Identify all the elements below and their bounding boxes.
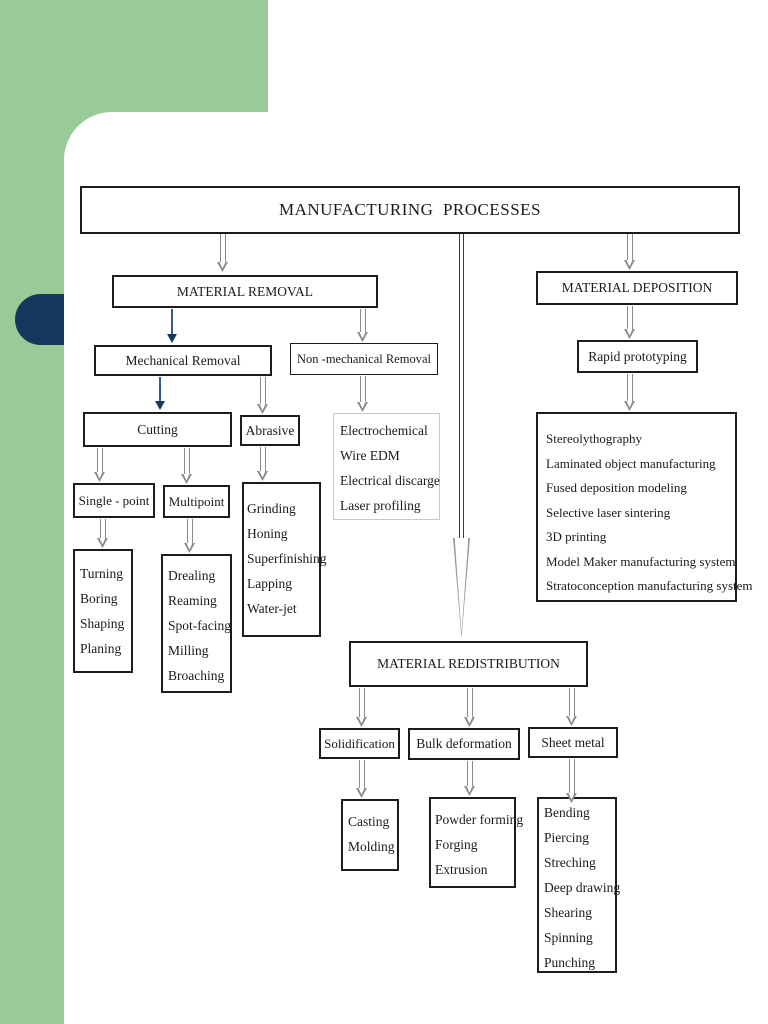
- arrow-mechanical-to-abrasive: [257, 377, 268, 414]
- list-item: Electrical discarge: [340, 473, 440, 488]
- arrow-multipoint-to-list: [184, 519, 195, 553]
- connector-root-to-material-redistribution: [459, 234, 464, 538]
- navy-decoration-shape: [15, 294, 64, 345]
- node-mechanical-removal: Mechanical Removal: [94, 345, 272, 376]
- list-item: Electrochemical: [340, 423, 428, 438]
- arrow-non-mechanical-to-list: [357, 376, 368, 412]
- list-item: Piercing: [544, 830, 589, 845]
- list-item: Streching: [544, 855, 596, 870]
- node-multipoint: Multipoint: [163, 485, 230, 518]
- arrow-deposition-to-rapid-prototyping: [624, 306, 635, 339]
- arrow-bulk-deformation-to-list: [464, 761, 475, 796]
- list-item: Spot-facing: [168, 618, 231, 633]
- list-item: Fused deposition modeling: [546, 480, 687, 495]
- list-item: Turning: [80, 566, 124, 581]
- list-item: Bending: [544, 805, 590, 820]
- list-item: Stereolythography: [546, 431, 643, 446]
- node-abrasive: Abrasive: [240, 415, 300, 446]
- list-item: Drealing: [168, 568, 216, 583]
- list-non-mechanical-processes: Electrochemical Wire EDM Electrical disc…: [333, 413, 440, 520]
- list-item: Extrusion: [435, 862, 488, 877]
- list-item: Stratoconception manufacturing system: [546, 578, 753, 593]
- arrowhead-root-to-material-redistribution: [453, 538, 470, 638]
- node-rapid-prototyping: Rapid prototyping: [577, 340, 698, 373]
- list-item: 3D printing: [546, 529, 607, 544]
- arrow-removal-to-mechanical: [167, 309, 177, 343]
- list-item: Broaching: [168, 668, 225, 683]
- list-item: Reaming: [168, 593, 217, 608]
- list-rapid-prototyping-processes: Stereolythography Laminated object manuf…: [536, 412, 753, 602]
- node-manufacturing-processes: MANUFACTURING PROCESSES: [80, 186, 740, 234]
- node-solidification: Solidification: [319, 728, 400, 759]
- list-item: Casting: [348, 814, 390, 829]
- arrow-cutting-to-multipoint: [181, 448, 192, 484]
- arrow-cutting-to-single-point: [94, 448, 105, 482]
- list-item: Powder forming: [435, 812, 524, 827]
- node-cutting: Cutting: [83, 412, 232, 447]
- list-item: Lapping: [247, 576, 292, 591]
- node-sheet-metal: Sheet metal: [528, 727, 618, 758]
- list-item: Laser profiling: [340, 498, 421, 513]
- list-sheet-metal-processes: Bending Piercing Streching Deep drawing …: [537, 797, 621, 973]
- list-item: Deep drawing: [544, 880, 621, 895]
- list-multipoint-processes: Drealing Reaming Spot-facing Milling Bro…: [161, 554, 232, 693]
- node-non-mechanical-removal: Non -mechanical Removal: [290, 343, 438, 375]
- list-item: Superfinishing: [247, 551, 327, 566]
- list-item: Milling: [168, 643, 209, 658]
- list-item: Laminated object manufacturing: [546, 455, 716, 471]
- node-material-redistribution: MATERIAL REDISTRIBUTION: [349, 641, 588, 687]
- list-solidification-processes: Casting Molding: [341, 799, 399, 871]
- arrow-mechanical-to-cutting: [155, 377, 165, 410]
- list-item: Grinding: [247, 501, 296, 516]
- list-item: Honing: [247, 526, 288, 541]
- arrow-solidification-to-list: [356, 760, 367, 798]
- node-single-point: Single - point: [73, 483, 155, 518]
- list-bulk-deformation-processes: Powder forming Forging Extrusion: [429, 797, 524, 888]
- arrow-root-to-material-removal: [217, 234, 228, 272]
- arrow-redistribution-to-solidification: [356, 688, 367, 727]
- list-item: Forging: [435, 837, 478, 852]
- list-item: Shearing: [544, 905, 592, 920]
- list-item: Molding: [348, 839, 395, 854]
- list-abrasive-processes: Grinding Honing Superfinishing Lapping W…: [242, 482, 327, 637]
- node-material-removal: MATERIAL REMOVAL: [112, 275, 378, 308]
- node-material-deposition: MATERIAL DEPOSITION: [536, 271, 738, 305]
- arrow-redistribution-to-sheet-metal: [566, 688, 577, 726]
- arrow-single-point-to-list: [97, 519, 108, 548]
- list-item: Model Maker manufacturing system: [546, 553, 736, 569]
- arrow-redistribution-to-bulk-deformation: [464, 688, 475, 727]
- node-bulk-deformation: Bulk deformation: [408, 728, 520, 760]
- arrow-rapid-prototyping-to-list: [624, 374, 635, 411]
- list-item: Punching: [544, 955, 596, 970]
- list-item: Planing: [80, 641, 122, 656]
- list-single-point-processes: Turning Boring Shaping Planing: [73, 549, 133, 673]
- green-sidebar: [0, 0, 64, 1024]
- arrow-sheet-metal-to-list: [566, 759, 577, 803]
- list-item: Boring: [80, 591, 118, 606]
- list-item: Spinning: [544, 930, 593, 945]
- arrow-abrasive-to-list: [257, 447, 268, 481]
- arrow-root-to-material-deposition: [624, 234, 635, 270]
- list-item: Selective laser sintering: [546, 504, 671, 520]
- list-item: Wire EDM: [340, 448, 400, 463]
- list-item: Water-jet: [247, 601, 297, 616]
- arrow-removal-to-non-mechanical: [357, 309, 368, 342]
- list-item: Shaping: [80, 616, 125, 631]
